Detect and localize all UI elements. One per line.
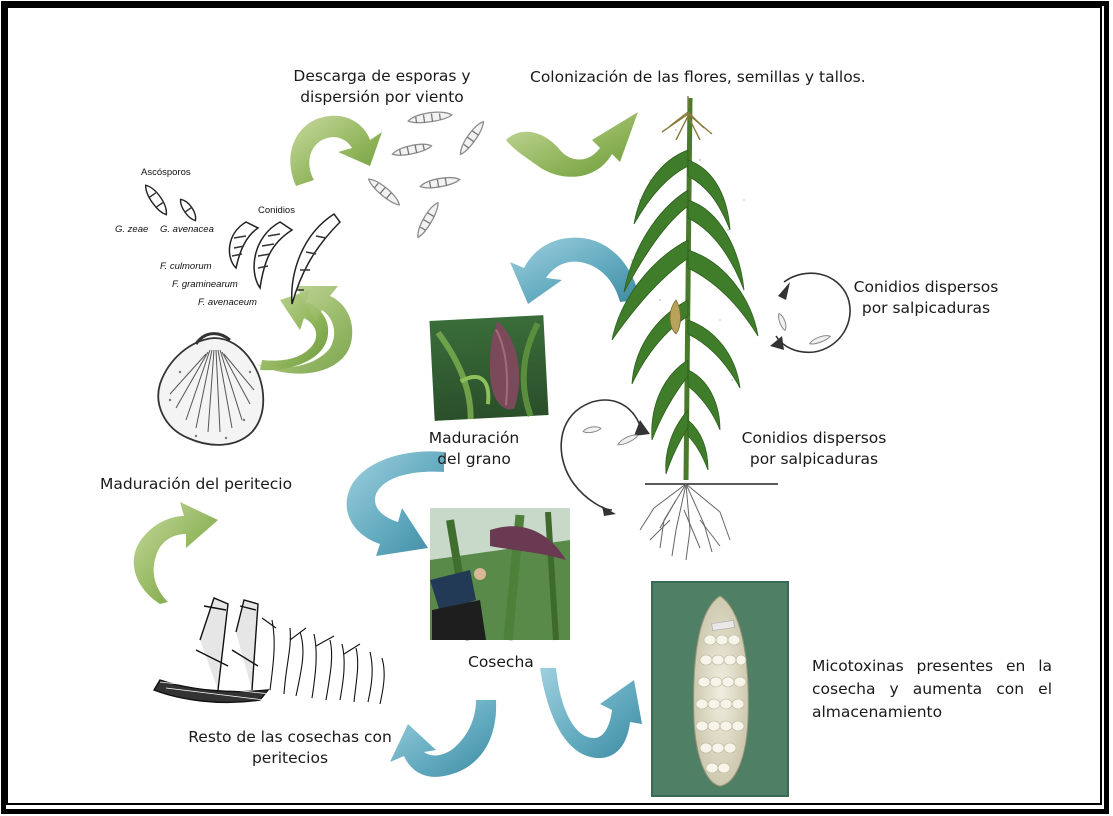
label-cosecha: Cosecha [468, 652, 558, 673]
arrow-green-mid [256, 286, 352, 374]
label-resto-cosechas: Resto de las cosechas con peritecios [160, 727, 420, 769]
harvester-drawing [154, 598, 384, 704]
splash-cycle-upper [770, 273, 850, 352]
label-f-graminearum: F. graminearum [172, 279, 238, 290]
photo-ear-maturation [429, 315, 548, 421]
label-f-culmorum: F. culmorum [160, 261, 212, 272]
photo-corn-cob [652, 582, 788, 796]
arrow-green-bottom [134, 502, 218, 604]
label-g-avenacea: G. avenacea [160, 224, 214, 235]
corn-plant [612, 96, 778, 560]
splash-cycle-lower [561, 400, 650, 516]
photo-harvest [430, 508, 570, 640]
label-maduracion-grano: Maduración del grano [418, 428, 530, 470]
label-descarga: Descarga de esporas y dispersión por vie… [262, 66, 502, 108]
label-micotoxinas: Micotoxinas presentes en la cosecha y au… [812, 655, 1052, 724]
arrow-blue-bottom-right [540, 668, 642, 758]
label-conidios: Conidios [258, 205, 295, 216]
wind-spores [366, 110, 487, 240]
label-conidios-lower: Conidios dispersos por salpicaduras [736, 428, 892, 470]
label-conidios-upper: Conidios dispersos por salpicaduras [848, 277, 1004, 319]
perithecium-drawing [158, 334, 263, 445]
label-g-zeae: G. zeae [115, 224, 148, 235]
label-f-avenaceum: F. avenaceum [198, 297, 257, 308]
arrow-green-top-right [506, 112, 638, 177]
label-maduracion-peritecio: Maduración del peritecio [100, 474, 320, 495]
ascospore-drawings [142, 182, 199, 223]
arrow-blue-top [510, 238, 640, 304]
label-colonizacion: Colonización de las flores, semillas y t… [530, 67, 890, 88]
label-ascosporos: Ascósporos [141, 167, 191, 178]
arrow-green-top [290, 116, 382, 186]
